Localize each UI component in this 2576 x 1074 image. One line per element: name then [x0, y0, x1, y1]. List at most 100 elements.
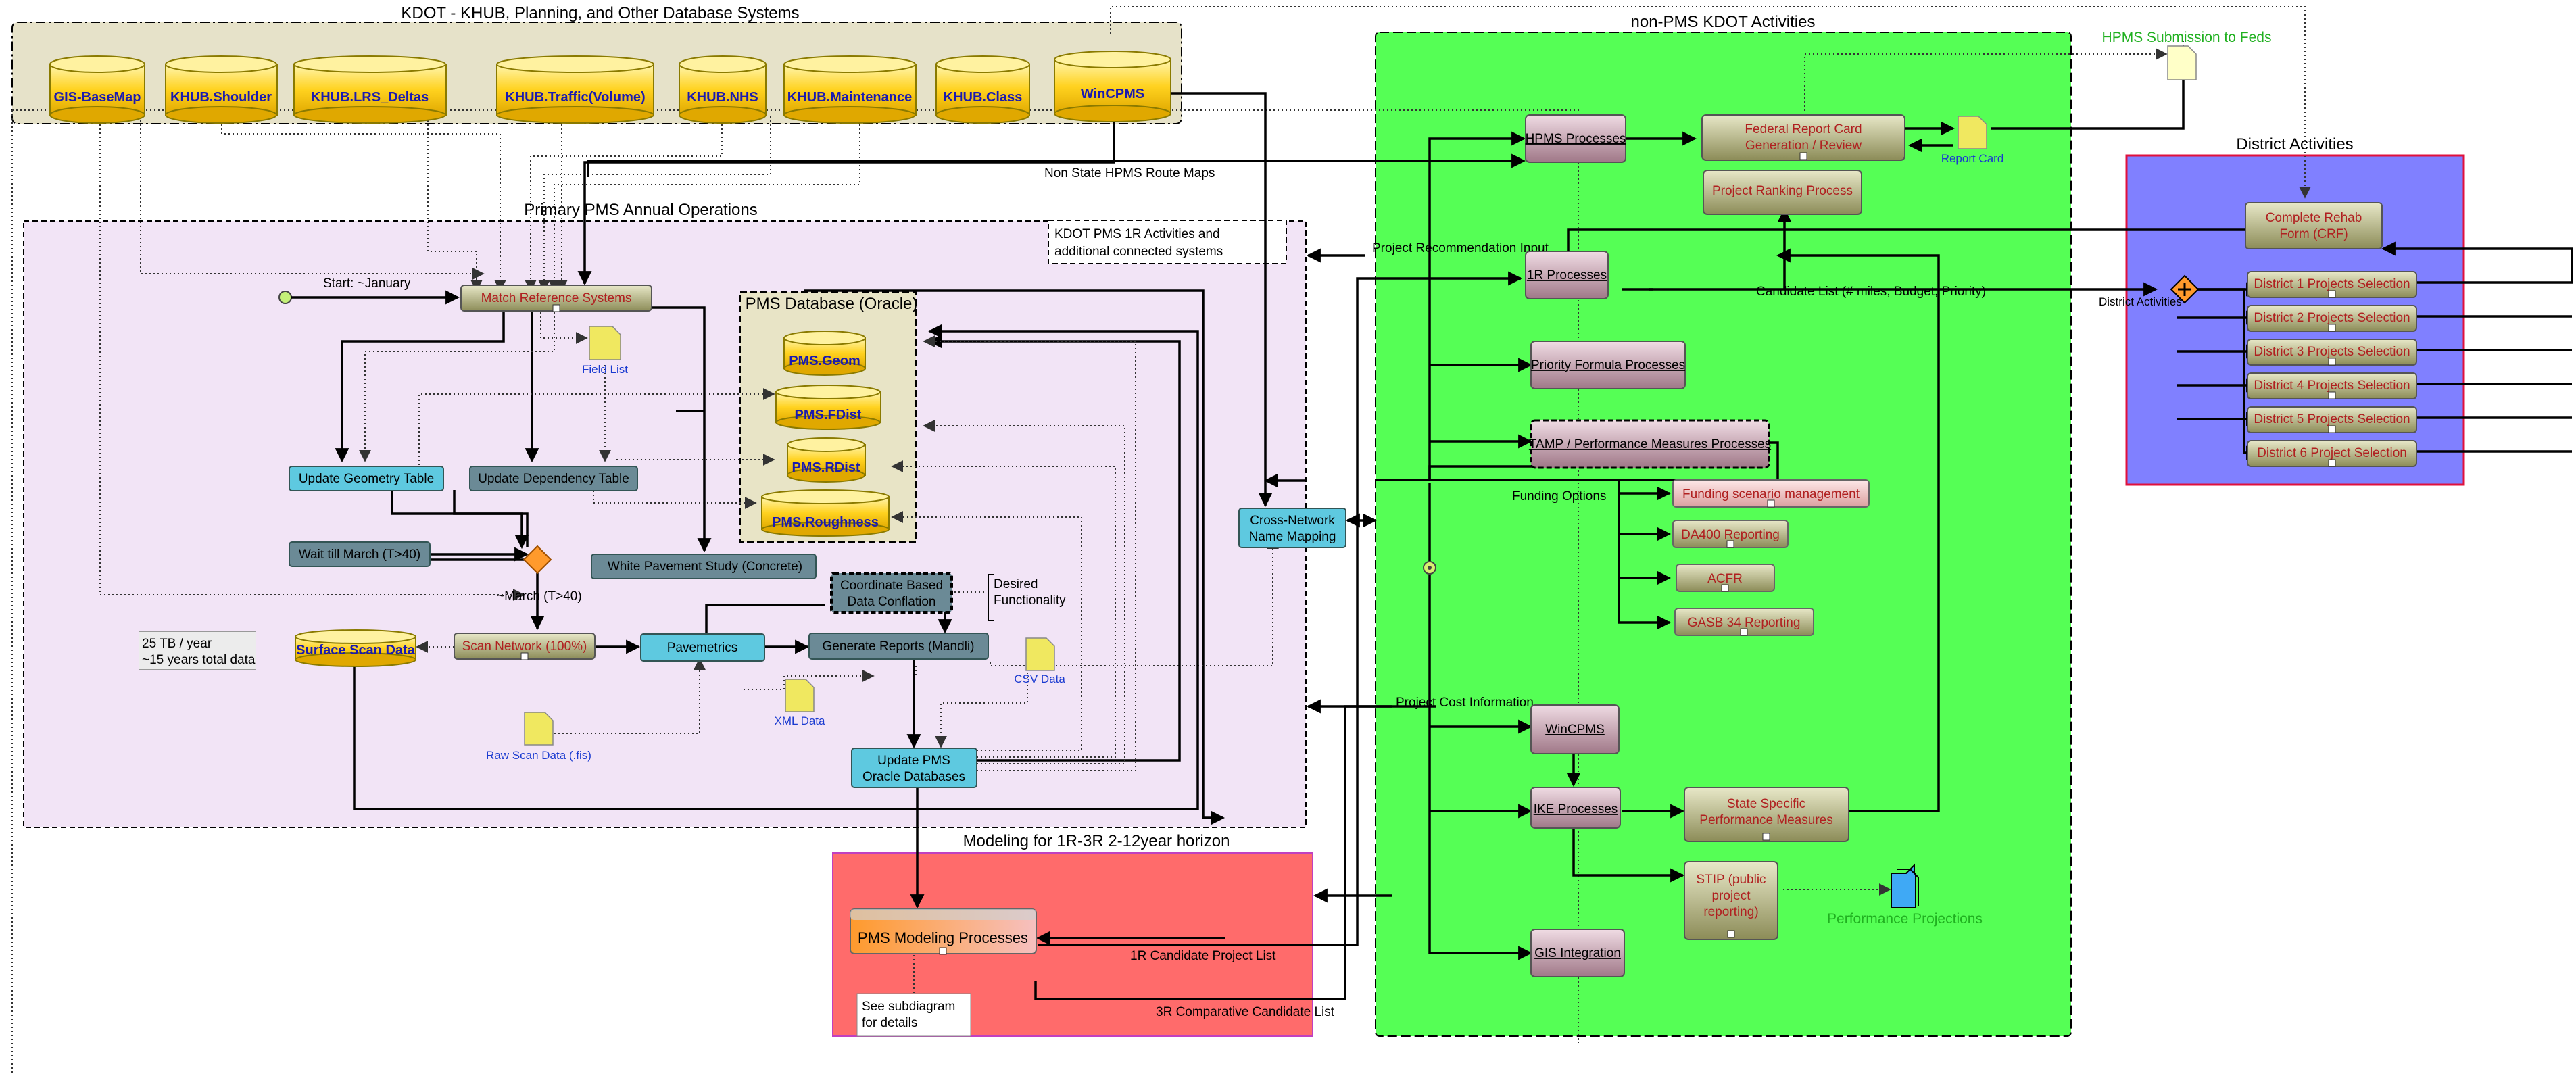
field-list-label: Field List: [582, 363, 628, 376]
surface-scan-data[interactable]: Surface Scan Data: [295, 629, 416, 667]
db-pms-rdist[interactable]: PMS.RDist: [787, 437, 866, 483]
district-1-label: District 1 Projects Selection: [2254, 277, 2410, 291]
district-3-label: District 3 Projects Selection: [2254, 345, 2410, 359]
db-pms-fdist-label: PMS.FDist: [795, 408, 862, 422]
federal-report-card[interactable]: Federal Report Card Generation / Review: [1701, 114, 1905, 161]
hpms-submission-label: HPMS Submission to Feds: [2102, 30, 2272, 45]
state-line2: Performance Measures: [1699, 813, 1832, 827]
storage-volume-note: 25 TB / year ~15 years total data: [139, 631, 256, 670]
ike-processes-label: IKE Processes: [1534, 802, 1618, 816]
db-pms-fdist[interactable]: PMS.FDist: [775, 385, 881, 430]
db-pms-geom[interactable]: PMS.Geom: [783, 331, 866, 376]
desired-functionality-bracket: [988, 574, 994, 621]
db-khub-traffic-label: KHUB.Traffic(Volume): [505, 90, 645, 105]
gis-integration[interactable]: GIS Integration: [1530, 929, 1625, 977]
raw-scan-data-note[interactable]: Raw Scan Data (.fis): [486, 712, 591, 762]
update-pms-oracle-databases[interactable]: Update PMS Oracle Databases: [851, 748, 977, 788]
district-2-label: District 2 Projects Selection: [2254, 311, 2410, 325]
generate-reports-label: Generate Reports (Mandli): [823, 639, 975, 654]
csv-data-label: CSV Data: [1014, 673, 1065, 685]
desired-line2: Functionality: [994, 593, 1066, 608]
candidate-list-label: Candidate List (# miles, Budget, Priorit…: [1756, 285, 1986, 299]
stip-public-project-reporting[interactable]: STIP (public project reporting): [1684, 861, 1778, 940]
gasb-34-reporting[interactable]: GASB 34 Reporting: [1674, 608, 1814, 636]
white-pavement-study[interactable]: White Pavement Study (Concrete): [591, 554, 817, 579]
district-activities-label: District Activities: [2099, 295, 2182, 308]
processes-1r[interactable]: 1R Processes: [1525, 251, 1609, 299]
db-khub-maintenance-label: KHUB.Maintenance: [787, 90, 912, 105]
db-wincpms[interactable]: WinCPMS: [1054, 51, 1171, 122]
district-6-label: District 6 Project Selection: [2257, 446, 2407, 460]
scan-network[interactable]: Scan Network (100%): [454, 633, 596, 660]
hpms-submission-note[interactable]: [2167, 45, 2197, 80]
db-khub-class-label: KHUB.Class: [944, 90, 1023, 105]
acfr-label: ACFR: [1707, 572, 1743, 586]
decision-diamond[interactable]: [523, 545, 552, 575]
state-specific-performance-measures[interactable]: State Specific Performance Measures: [1684, 787, 1849, 842]
da400-reporting[interactable]: DA400 Reporting: [1672, 520, 1789, 548]
district-4-label: District 4 Projects Selection: [2254, 379, 2410, 393]
generate-reports[interactable]: Generate Reports (Mandli): [808, 633, 989, 660]
primary-pms-nodes: Start: ~January Match Reference Systems …: [139, 276, 1066, 788]
kdot-1r-note-line1: KDOT PMS 1R Activities and: [1054, 227, 1220, 241]
state-line1: State Specific: [1727, 797, 1805, 811]
project-ranking-process[interactable]: Project Ranking Process: [1703, 170, 1862, 215]
report-card-note[interactable]: Report Card: [1941, 116, 2004, 165]
db-pms-rdist-label: PMS.RDist: [792, 460, 860, 475]
wincpms-process[interactable]: WinCPMS: [1530, 704, 1620, 754]
tamp-label: TAMP / Performance Measures Processes: [1529, 437, 1771, 451]
update-dependency-table[interactable]: Update Dependency Table: [469, 466, 638, 491]
db-pms-geom-label: PMS.Geom: [789, 353, 860, 368]
pavemetrics-label: Pavemetrics: [667, 641, 738, 655]
update-pms-line2: Oracle Databases: [862, 770, 965, 784]
district-4-selection[interactable]: District 4 Projects Selection: [2247, 372, 2417, 399]
wait-till-march[interactable]: Wait till March (T>40): [289, 541, 431, 567]
candidate-3r-label: 3R Comparative Candidate List: [1156, 1005, 1335, 1019]
district-1-selection[interactable]: District 1 Projects Selection: [2247, 271, 2417, 298]
performance-projections-note[interactable]: [1891, 863, 1919, 908]
modeling-zone-title: Modeling for 1R-3R 2-12year horizon: [963, 832, 1230, 850]
ike-processes[interactable]: IKE Processes: [1530, 787, 1621, 829]
surface-scan-data-label: Surface Scan Data: [296, 643, 416, 658]
db-khub-class[interactable]: KHUB.Class: [935, 55, 1030, 124]
coordinate-based-data-conflation[interactable]: Coordinate Based Data Conflation: [830, 572, 953, 614]
db-khub-lrs-deltas[interactable]: KHUB.LRS_Deltas: [293, 55, 447, 124]
cross-network-name-mapping[interactable]: Cross-Network Name Mapping: [1238, 508, 1346, 548]
update-geometry-table-label: Update Geometry Table: [299, 472, 434, 486]
priority-formula-processes[interactable]: Priority Formula Processes: [1530, 341, 1686, 389]
match-reference-systems[interactable]: Match Reference Systems: [460, 285, 652, 312]
district-2-selection[interactable]: District 2 Projects Selection: [2247, 305, 2417, 332]
db-khub-shoulder[interactable]: KHUB.Shoulder: [165, 55, 278, 124]
district-nodes: Complete Rehab Form (CRF) District Activ…: [2099, 202, 2417, 467]
acfr[interactable]: ACFR: [1676, 564, 1775, 592]
db-khub-maintenance[interactable]: KHUB.Maintenance: [783, 55, 917, 124]
pms-modeling-processes[interactable]: PMS Modeling Processes: [850, 908, 1037, 955]
district-5-selection[interactable]: District 5 Projects Selection: [2247, 406, 2417, 433]
stip-line3: reporting): [1703, 905, 1758, 919]
db-pms-roughness[interactable]: PMS.Roughness: [761, 489, 890, 537]
db-khub-nhs[interactable]: KHUB.NHS: [679, 55, 767, 124]
hpms-processes[interactable]: HPMS Processes: [1525, 114, 1626, 163]
district-merge-node[interactable]: [2170, 274, 2200, 304]
csv-data-note[interactable]: CSV Data: [1014, 637, 1065, 685]
db-gis-basemap[interactable]: GIS-BaseMap: [49, 55, 145, 124]
non-state-hpms-label: Non State HPMS Route Maps: [1044, 166, 1215, 180]
pms-databases: PMS.Geom PMS.FDist PMS.RDist PMS.Roughne…: [761, 331, 890, 537]
update-geometry-table[interactable]: Update Geometry Table: [289, 466, 444, 491]
stip-line1: STIP (public: [1696, 873, 1766, 887]
start-node[interactable]: [278, 291, 292, 304]
district-3-selection[interactable]: District 3 Projects Selection: [2247, 339, 2417, 366]
field-list-note[interactable]: Field List: [582, 326, 628, 376]
district-6-selection[interactable]: District 6 Project Selection: [2247, 440, 2417, 467]
scan-network-label: Scan Network (100%): [462, 639, 587, 654]
crf-line2: Form (CRF): [2279, 227, 2348, 241]
xml-data-note[interactable]: XML Data: [775, 679, 826, 727]
db-pms-roughness-label: PMS.Roughness: [772, 515, 879, 530]
db-khub-traffic[interactable]: KHUB.Traffic(Volume): [496, 55, 654, 124]
complete-rehab-form[interactable]: Complete Rehab Form (CRF): [2245, 202, 2383, 249]
tamp-performance-measures[interactable]: TAMP / Performance Measures Processes: [1529, 419, 1771, 469]
pavemetrics[interactable]: Pavemetrics: [640, 633, 765, 662]
db-khub-nhs-label: KHUB.NHS: [687, 90, 758, 105]
funding-scenario-management[interactable]: Funding scenario management: [1672, 479, 1870, 508]
